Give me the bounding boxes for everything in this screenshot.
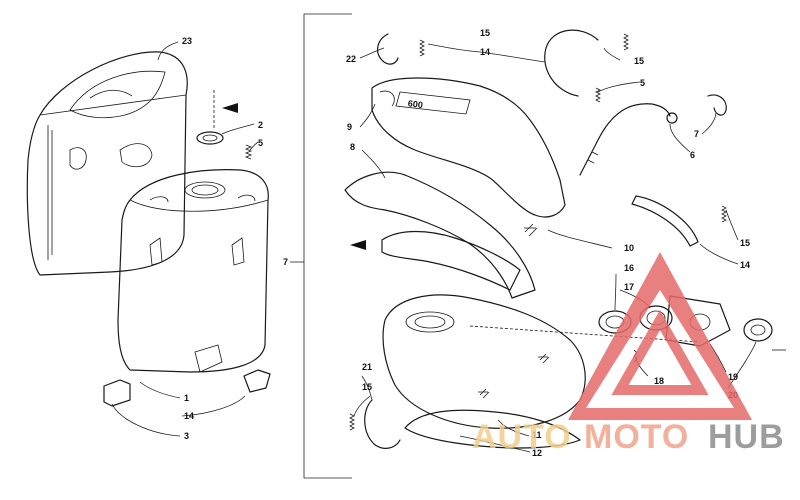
callout-5-left: 5 (258, 138, 263, 148)
spring-5-right (595, 87, 601, 103)
callout-2: 14 (184, 411, 194, 421)
clip-7 (707, 94, 727, 116)
callout-1: 1 (184, 393, 189, 403)
warning-triangle-logo (568, 252, 752, 420)
callout-8: 7 (283, 257, 288, 267)
clamp-21 (364, 399, 401, 449)
spring-15-d (349, 413, 355, 431)
spring-15-a (419, 39, 425, 57)
direction-arrow-right (350, 240, 366, 250)
heat-shield-23 (26, 51, 188, 276)
rubber-mount-right (243, 369, 271, 393)
watermark-moto: MOTO (584, 418, 689, 456)
muffler-body (117, 169, 269, 373)
spring-5-left (244, 144, 253, 160)
direction-arrow-left (222, 103, 238, 113)
grommet-4 (196, 131, 224, 145)
clamp-14-top (544, 29, 599, 97)
callout-17: 17 (624, 282, 634, 292)
callout-14-top: 14 (480, 47, 490, 57)
expansion-chamber (344, 77, 586, 449)
embossed-600-emblem: 600 (395, 91, 471, 115)
callout-12: 11 (532, 430, 542, 440)
callout-9: 8 (350, 142, 355, 152)
callout-15-far-right: 15 (740, 238, 750, 248)
temperature-sensor-6 (579, 103, 678, 176)
clamp-22 (377, 33, 399, 65)
callout-21: 21 (362, 362, 372, 372)
callout-3: 3 (184, 431, 189, 441)
callout-15-top: 15 (480, 28, 490, 38)
assembly-bracket-8 (290, 13, 352, 479)
callout-15-bottom: 15 (362, 382, 372, 392)
emblem-text: 600 (407, 98, 423, 110)
callout-22: 22 (346, 54, 356, 64)
automotohub-watermark: AUTO MOTO HUB (472, 252, 785, 456)
spring-15-c (721, 205, 727, 223)
callout-5-right: 5 (640, 78, 645, 88)
callout-18: 18 (654, 376, 664, 386)
callout-15-right: 15 (634, 56, 644, 66)
gasket-20 (743, 318, 773, 342)
callout-16: 16 (624, 263, 634, 273)
callout-14-right: 14 (740, 260, 750, 270)
callout-4: 2 (258, 120, 263, 130)
rubber-mount-left (103, 379, 131, 407)
spring-15-b (623, 33, 629, 51)
callout-7: 7 (694, 129, 699, 139)
callout-10: 9 (347, 122, 352, 132)
callout-11: 10 (624, 243, 634, 253)
callout-6: 6 (690, 150, 695, 160)
clamp-14-right (631, 195, 699, 247)
callout-19: 19 (728, 372, 738, 382)
callout-23: 23 (182, 36, 192, 46)
callout-13: 12 (532, 448, 542, 458)
watermark-auto: AUTO (472, 418, 572, 456)
watermark-hub: HUB (708, 418, 785, 456)
